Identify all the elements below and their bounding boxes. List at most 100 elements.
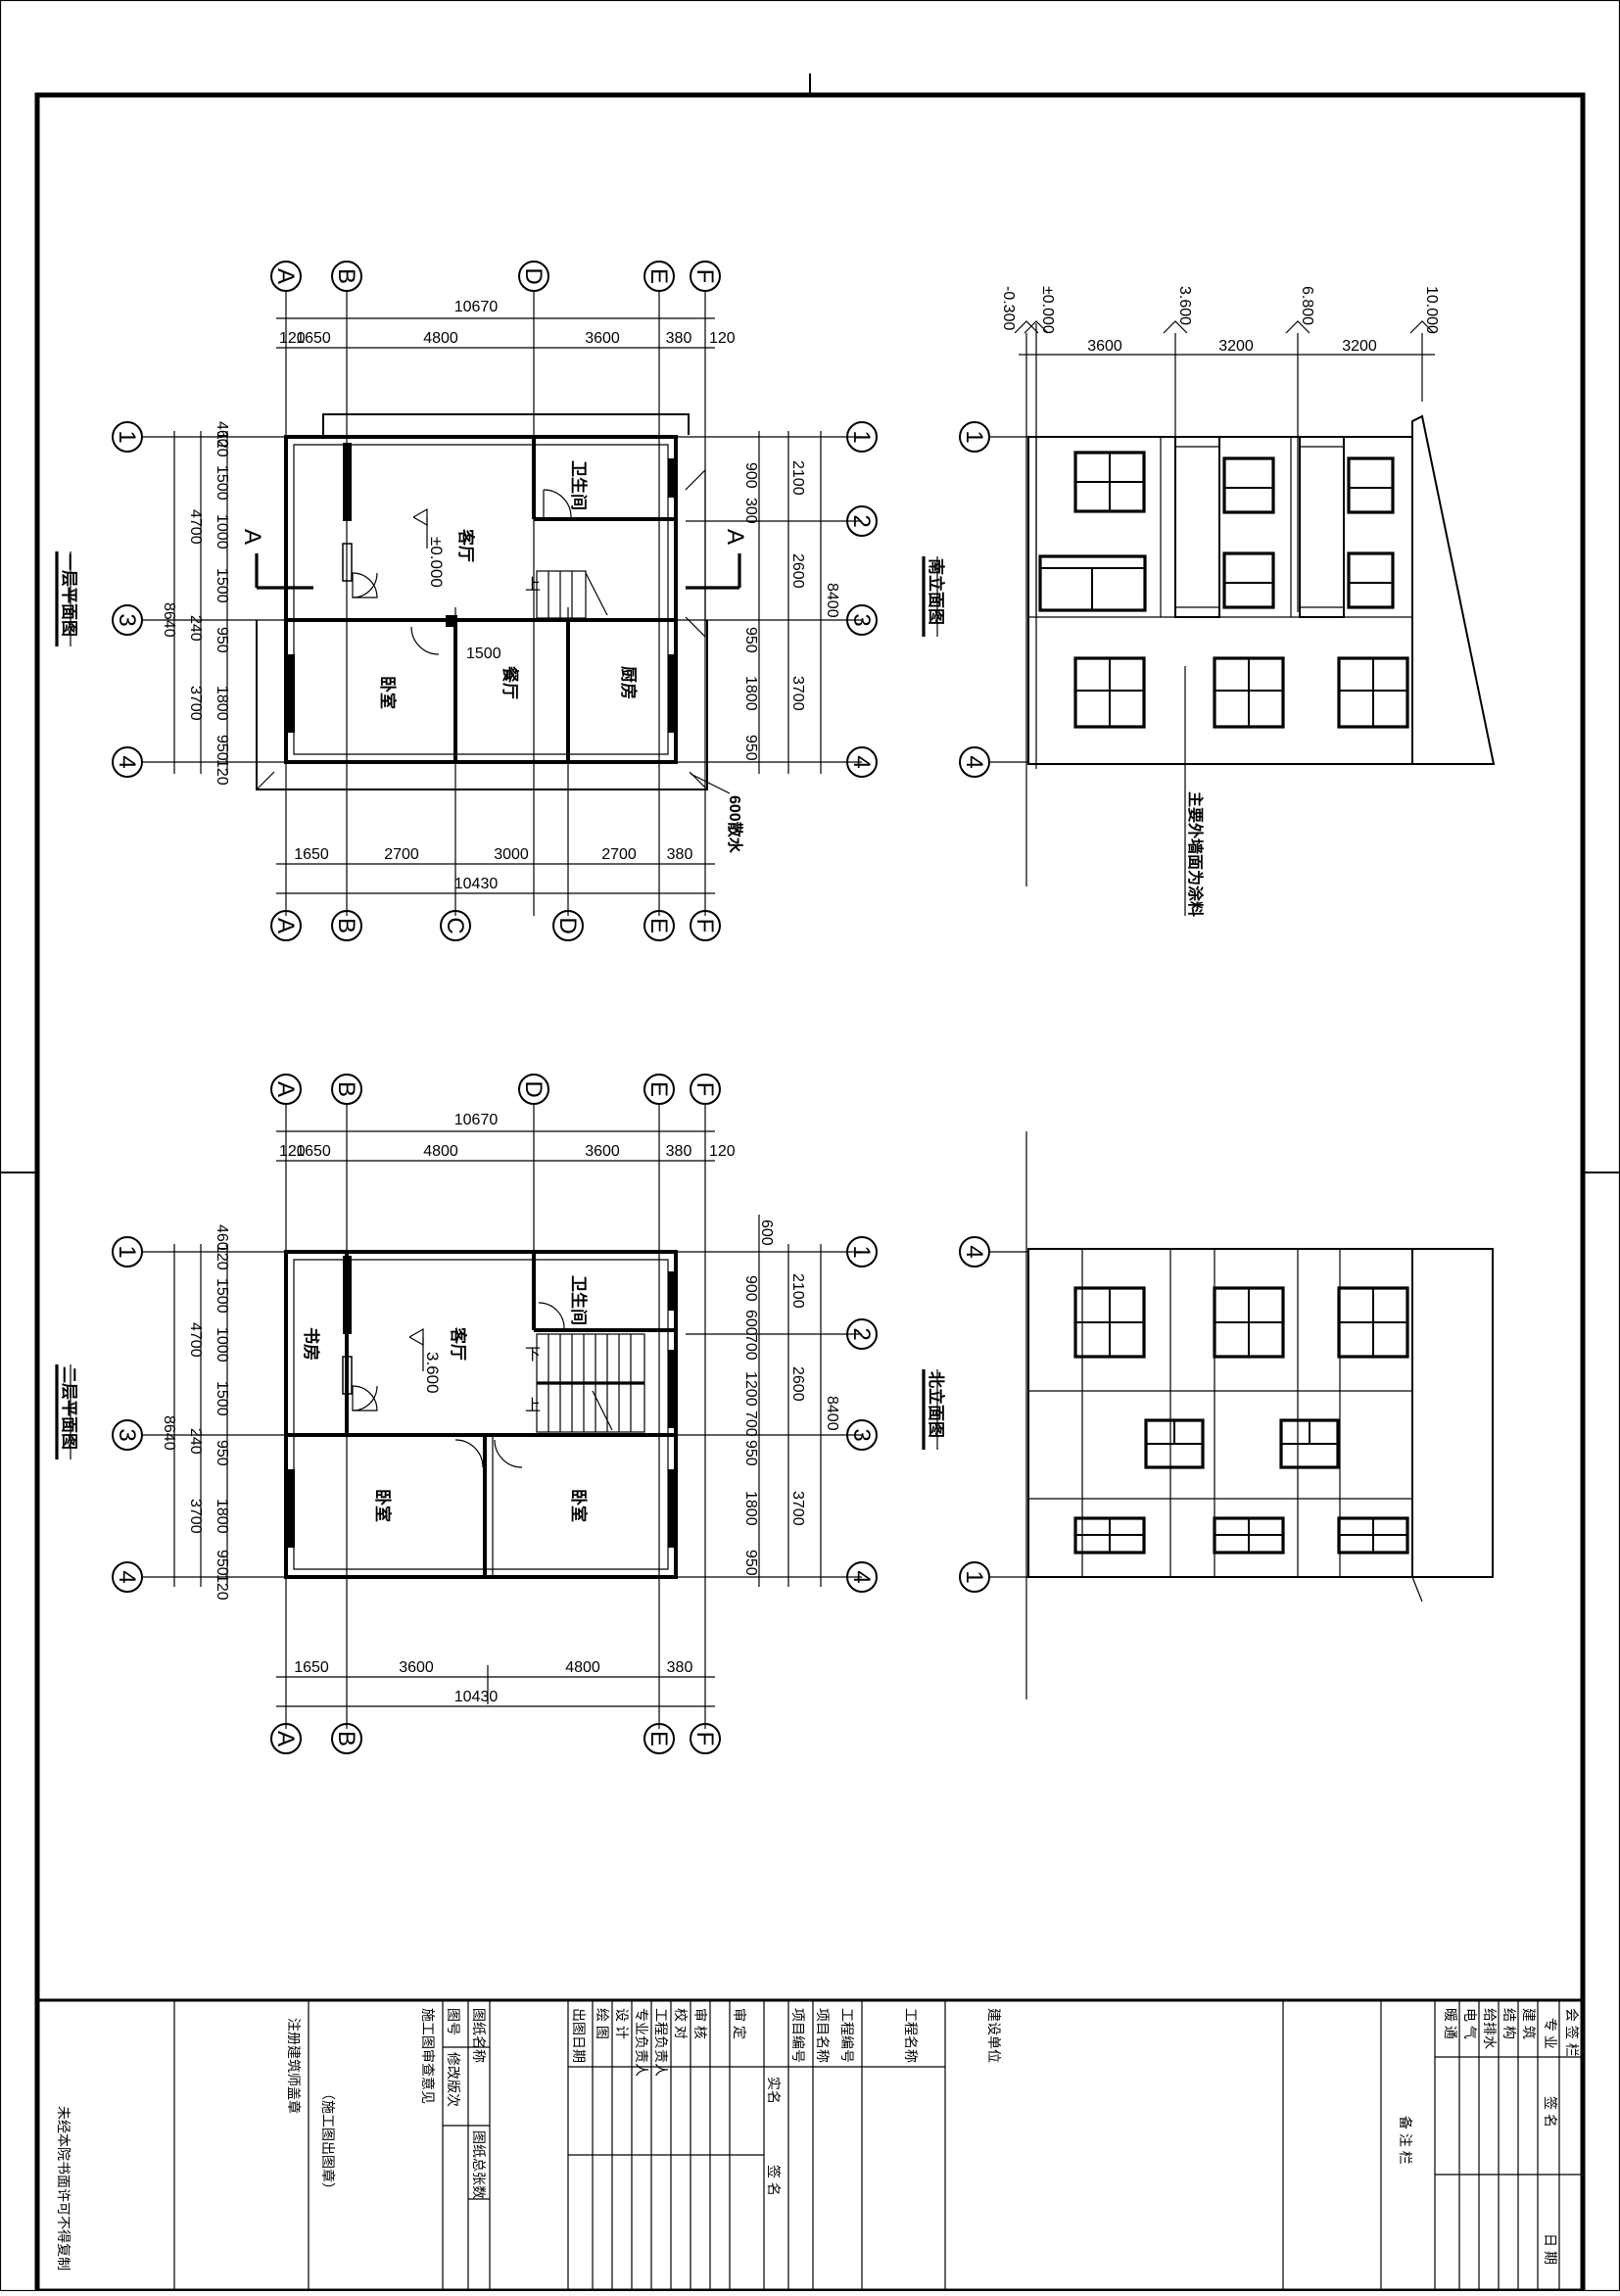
svg-text:1: 1 — [114, 430, 140, 443]
title-block: 未经本院书面许可不得复制 注册建筑师盖章 （施工图出图章） 图号 修改版次 图纸… — [37, 1998, 1583, 2291]
dim-total-bottom: 10430 — [454, 876, 499, 892]
windows-2f — [1213, 456, 1285, 729]
dim-left-mid-2: 3700 — [187, 686, 204, 721]
svg-text:卧室: 卧室 — [378, 676, 398, 709]
svg-text:校 对: 校 对 — [673, 2008, 689, 2039]
svg-text:10.000: 10.000 — [1423, 286, 1440, 334]
height-2f: 3200 — [1218, 338, 1254, 355]
dim-left-in-1: 120 — [214, 431, 230, 457]
svg-text:E: E — [645, 918, 672, 933]
countersign-columns: 专 业 签 名 日 期 — [1543, 2018, 1558, 2265]
svg-text:审 定: 审 定 — [732, 2008, 747, 2039]
section-mark-left: A — [239, 529, 265, 545]
drawing-no-label: 图号 — [446, 2008, 461, 2035]
signature-label: 签 名 — [766, 2165, 782, 2196]
svg-text:结 构: 结 构 — [1501, 2008, 1517, 2039]
svg-text:A: A — [272, 268, 299, 284]
dim-left-mid-0: 4700 — [187, 509, 204, 545]
stair-down-label: 下 — [525, 1347, 541, 1363]
svg-text:签 名: 签 名 — [1543, 2096, 1558, 2128]
level-markers: -0.300 ±0.000 3.600 6.800 10.000 — [1000, 286, 1440, 334]
svg-text:给排水: 给排水 — [1482, 2008, 1498, 2049]
svg-text:E: E — [645, 268, 672, 284]
svg-text:E: E — [645, 1731, 672, 1746]
dim-left-mid-1-2f: 240 — [187, 1428, 204, 1455]
grid-axis-top: A B D E F — [270, 261, 721, 292]
dim-bottom-3: 2700 — [601, 846, 637, 863]
grid-axis-bottom: A B C D E F — [270, 910, 721, 941]
sheet-count-label: 图纸总张数 — [471, 2130, 487, 2199]
svg-text:出图日期: 出图日期 — [571, 2008, 587, 2063]
dim-right-mid-0: 2100 — [789, 460, 806, 496]
svg-text:4: 4 — [114, 755, 140, 768]
elevation-mark-2f: 3.600 — [423, 1352, 442, 1394]
second-floor-plan: A B D E F 10670 120 1650 4800 3600 380 1… — [55, 1074, 878, 1754]
dim-right-in-8-2f: 950 — [742, 1550, 759, 1576]
svg-text:卧室: 卧室 — [569, 1489, 589, 1522]
svg-text:B: B — [333, 918, 359, 933]
dim-left-in-1-2f: 120 — [214, 1244, 230, 1270]
dim-top-5-2f: 120 — [709, 1143, 736, 1160]
revision-label: 修改版次 — [446, 2052, 461, 2107]
svg-text:±0.000: ±0.000 — [1039, 286, 1056, 334]
svg-text:建 筑: 建 筑 — [1521, 2008, 1537, 2039]
svg-text:4: 4 — [961, 755, 987, 768]
note-apron: 600散水 — [726, 795, 744, 854]
svg-text:B: B — [333, 268, 359, 284]
north-windows — [1073, 1286, 1409, 1555]
remarks-label: 备 注 栏 — [1398, 2116, 1413, 2165]
dim-top-3: 3600 — [585, 330, 620, 347]
dim-right-mid-0-2f: 2100 — [789, 1273, 806, 1309]
job-no-label: 工程编号 — [839, 2008, 855, 2063]
second-floor-title: 二层平面图 — [60, 1366, 78, 1450]
dim-right-in-5-2f: 700 — [742, 1411, 759, 1437]
dim-right-in-4: 950 — [742, 735, 759, 761]
dim-right-in-1: 300 — [742, 498, 759, 524]
svg-text:审 核: 审 核 — [692, 2008, 708, 2039]
grid-axis-top-2f: A B D E F — [270, 1074, 721, 1105]
dim-left-in-4-2f: 1500 — [214, 1381, 230, 1416]
dim-right-in-3-2f: 700 — [742, 1334, 759, 1361]
room-hall-2f: 客厅 — [449, 1326, 468, 1361]
grid-axis-right-2f: 1 2 3 4 — [846, 1236, 878, 1593]
dim-top-4: 380 — [666, 330, 692, 347]
grid-axis-left: 1 3 4 — [112, 421, 143, 778]
client-label: 建设单位 — [986, 2008, 1002, 2063]
svg-text:卧室: 卧室 — [373, 1489, 393, 1522]
real-name-label: 实名 — [766, 2077, 782, 2104]
stair-up-label-1: 上 — [525, 576, 541, 594]
balcony-2f — [1174, 436, 1220, 618]
dim-bottom-0: 1650 — [294, 846, 329, 863]
grid-axis-bottom-2f: A B E F — [270, 1723, 721, 1754]
svg-text:3: 3 — [114, 1428, 140, 1441]
svg-text:餐厅: 餐厅 — [500, 666, 520, 699]
svg-text:客厅: 客厅 — [456, 528, 476, 562]
dim-left-in-7-2f: 950 — [214, 1550, 230, 1576]
room-bed-1f: 卧室 — [378, 676, 398, 709]
svg-text:1: 1 — [961, 1570, 987, 1583]
copyright-note: 未经本院书面许可不得复制 — [56, 2106, 71, 2271]
svg-text:A: A — [272, 1731, 299, 1746]
dim-total-top: 10670 — [454, 299, 499, 315]
stair-up-label: 上 — [525, 1397, 541, 1414]
dim-top-5: 120 — [709, 330, 736, 347]
dim-left-in-6: 1800 — [214, 686, 230, 721]
dim-right-outer: 8400 — [824, 583, 840, 618]
dim-left-in-3-2f: 1000 — [214, 1327, 230, 1363]
svg-text:专 业: 专 业 — [1543, 2018, 1558, 2049]
svg-text:4: 4 — [961, 1245, 987, 1258]
dim-left-in-6-2f: 1800 — [214, 1499, 230, 1534]
job-name-label: 工程名称 — [903, 2008, 919, 2063]
dim-right-in-7-2f: 1800 — [742, 1491, 759, 1526]
svg-text:D: D — [554, 917, 581, 933]
dim-left-in-5: 950 — [214, 627, 230, 653]
dim-left-in-4: 1500 — [214, 568, 230, 603]
svg-text:B: B — [333, 1731, 359, 1746]
project-no-label: 项目编号 — [790, 2008, 806, 2063]
svg-text:1: 1 — [848, 1245, 875, 1258]
elev-axis-1: 1 — [959, 421, 990, 453]
dim-top-3-2f: 3600 — [585, 1143, 620, 1160]
svg-text:6.800: 6.800 — [1299, 286, 1315, 325]
svg-text:E: E — [645, 1081, 672, 1097]
dim-top-1-2f: 1650 — [296, 1143, 331, 1160]
